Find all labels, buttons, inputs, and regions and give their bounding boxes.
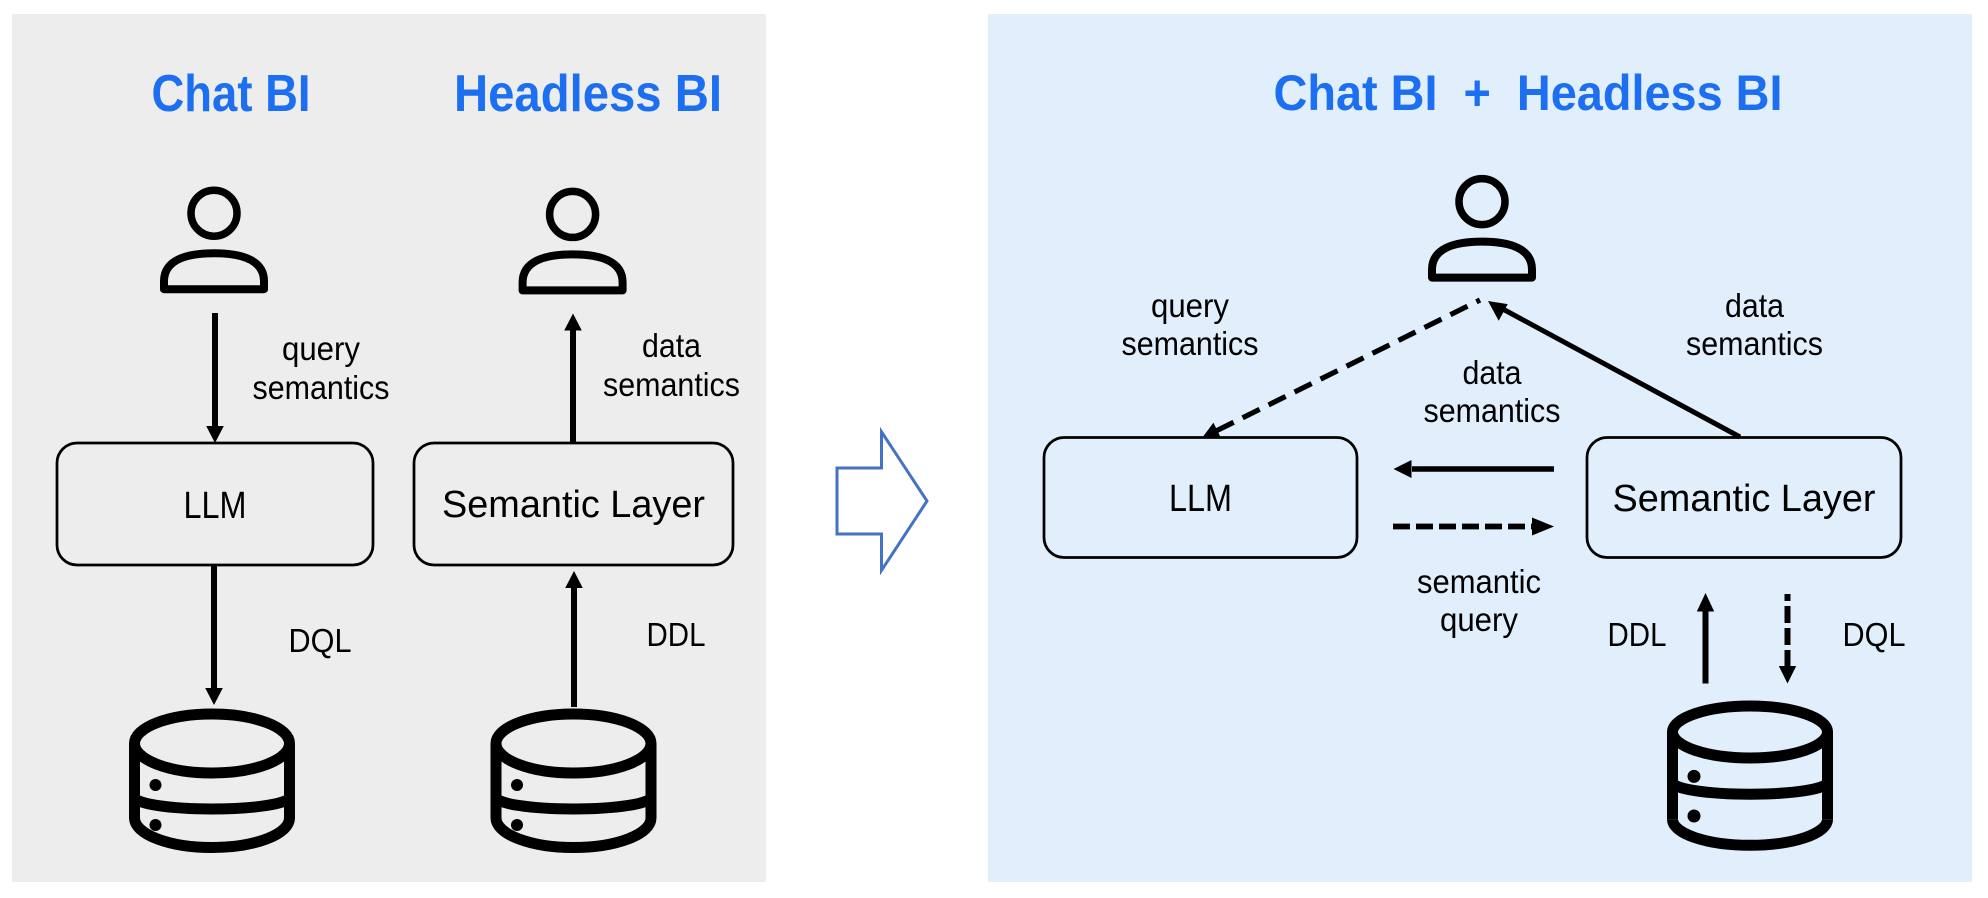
svg-text:Semantic Layer: Semantic Layer <box>442 484 705 526</box>
svg-text:data: data <box>1463 354 1523 391</box>
svg-text:LLM: LLM <box>184 485 247 527</box>
svg-text:semantics: semantics <box>253 369 390 406</box>
svg-text:DQL: DQL <box>1843 616 1906 653</box>
svg-text:semantics: semantics <box>603 366 740 403</box>
svg-text:semantics: semantics <box>1122 325 1259 362</box>
svg-text:semantics: semantics <box>1686 325 1823 362</box>
svg-text:data: data <box>642 327 702 364</box>
svg-text:DDL: DDL <box>647 616 706 653</box>
svg-text:data: data <box>1725 287 1785 324</box>
svg-text:Chat BI: Chat BI <box>152 65 311 123</box>
svg-text:semantics: semantics <box>1424 392 1561 429</box>
svg-text:query: query <box>1440 601 1518 638</box>
svg-text:LLM: LLM <box>1169 478 1232 520</box>
svg-text:Headless BI: Headless BI <box>454 65 722 123</box>
svg-text:query: query <box>282 330 360 367</box>
svg-text:Semantic Layer: Semantic Layer <box>1613 478 1876 520</box>
svg-text:query: query <box>1151 287 1229 324</box>
svg-text:semantic: semantic <box>1417 563 1541 600</box>
svg-text:DQL: DQL <box>289 622 352 659</box>
svg-text:Chat BI + Headless BI: Chat BI + Headless BI <box>1274 65 1783 121</box>
svg-text:DDL: DDL <box>1608 616 1667 653</box>
